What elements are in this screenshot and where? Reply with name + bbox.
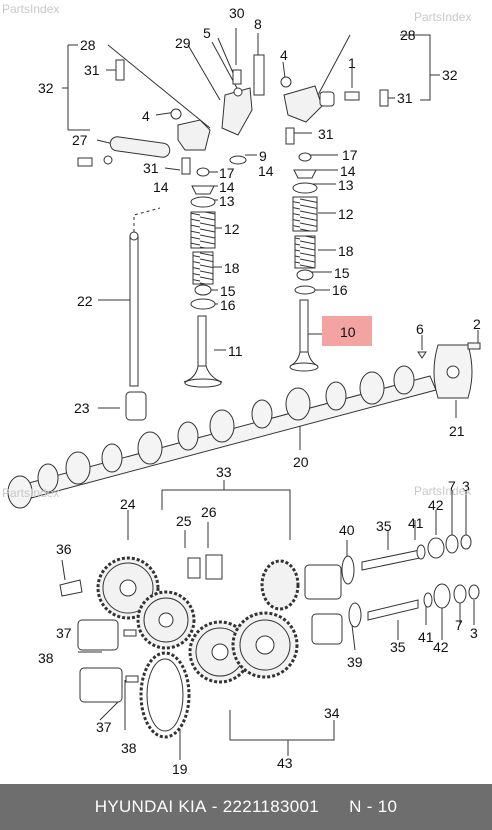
callout-label: 31 [143,160,159,176]
callout-label: 14 [340,163,356,179]
callout-label: 36 [56,541,72,557]
callout-label: 39 [347,654,363,670]
callout-label: 16 [332,282,348,298]
callout-label: 13 [219,193,235,209]
callout-label: 33 [216,464,232,480]
callout-label: 3 [462,478,470,494]
callout-label: 4 [142,108,150,124]
callout-label: 31 [318,126,334,142]
callout-label: 11 [228,343,243,359]
callout-label: 9 [259,148,267,164]
callout-label: 12 [224,221,240,237]
callout-label: 16 [220,297,236,313]
callout-label: 28 [400,27,416,43]
footer-brand: HYUNDAI KIA [94,797,207,816]
watermark: PartsIndex [414,484,472,498]
callout-label: 31 [84,62,100,78]
callout-label: 8 [254,16,262,32]
callout-label: 27 [72,132,88,148]
callout-label: 37 [96,719,112,735]
pushrod-icon [125,207,161,421]
callout-label: 10 [340,324,356,340]
callout-label: 2 [473,316,481,332]
callout-label: 42 [433,639,449,655]
callout-label: 14 [258,163,274,179]
camshaft-icon [7,342,481,509]
callout-label: 22 [77,293,93,309]
footer-spacer [319,797,349,817]
callout-label: 42 [428,497,444,513]
footer-separator: - [206,797,223,816]
footer-part-number: 2221183001 [222,797,319,816]
callout-label: 17 [342,147,358,163]
callout-label: 24 [120,496,136,512]
callout-label: 4 [280,47,288,63]
callout-label: 21 [449,423,465,439]
callout-label: 32 [38,80,54,96]
callout-label: 3 [470,625,478,641]
highlighted-part-label-box [322,316,372,346]
valve-spring-icon [190,211,216,249]
callout-label: 7 [448,478,456,494]
callout-label: 6 [416,321,424,337]
callout-label: 19 [172,761,188,777]
callout-label: 41 [408,515,424,531]
callout-label: 14 [219,179,235,195]
footer-bar: HYUNDAI KIA - 2221183001 N - 10 [0,784,492,830]
callout-label: 26 [201,504,217,520]
callout-label: 41 [418,629,434,645]
callout-label: 18 [338,243,354,259]
callout-label: 1 [348,55,356,71]
callout-label: 28 [80,37,96,53]
footer-callout-ref: N - 10 [349,797,398,816]
callout-label: 15 [220,283,236,299]
callout-label: 35 [390,639,406,655]
callout-label: 18 [224,260,240,276]
callout-label: 43 [277,755,293,771]
callout-label: 38 [121,740,137,756]
callout-label: 35 [376,518,392,534]
callout-label: 12 [338,206,354,222]
callout-label: 38 [38,650,54,666]
callout-label: 37 [56,625,72,641]
callout-label: 14 [153,179,169,195]
callout-label: 40 [339,522,355,538]
callout-label: 20 [293,454,309,470]
watermark: PartsIndex [2,486,60,500]
gear-icon [96,554,300,739]
callout-label: 30 [229,5,245,21]
callout-label: 31 [397,90,413,106]
callout-label: 29 [175,35,191,51]
watermark: PartsIndex [414,10,472,24]
callout-label: 15 [334,265,350,281]
callout-label: 17 [219,165,235,181]
callout-label: 25 [176,513,192,529]
callout-label: 23 [74,400,90,416]
callout-label: 34 [324,705,340,721]
callout-label: 32 [442,67,458,83]
callout-label: 5 [203,25,211,41]
callout-label: 7 [455,617,463,633]
callout-label: 13 [338,177,354,193]
valve-icon [183,299,319,388]
exploded-view-diagram [7,28,481,760]
watermark: PartsIndex [2,2,60,16]
